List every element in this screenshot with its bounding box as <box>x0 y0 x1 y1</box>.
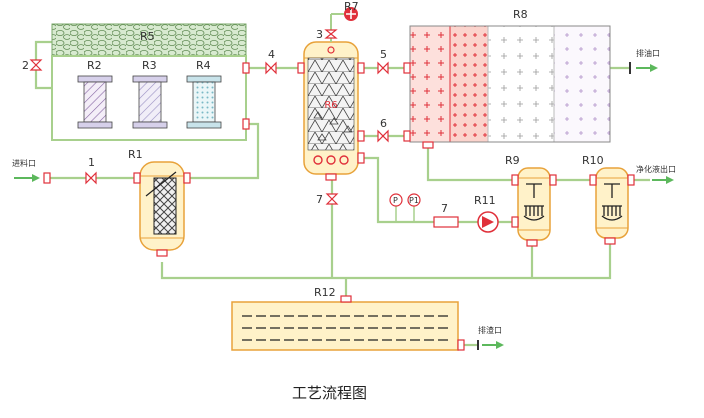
oil-outlet-arrow <box>636 64 658 72</box>
label-valve-4: 4 <box>268 48 275 61</box>
adsorption-column: R6 <box>297 13 365 181</box>
label-valve-5: 5 <box>380 48 387 61</box>
svg-text:R6: R6 <box>324 100 337 111</box>
drain-outlet-label: 排渣口 <box>478 325 502 335</box>
oil-outlet-label: 排油口 <box>636 48 660 58</box>
r12-drain-tank <box>231 295 465 351</box>
pipe-collection-header <box>160 238 612 280</box>
label-valve-6: 6 <box>380 117 387 130</box>
valve-4 <box>265 61 277 75</box>
r11-pump <box>477 211 499 233</box>
label-valve-7: 7 <box>316 193 323 206</box>
valve-7 <box>325 193 339 205</box>
r9-separator <box>511 167 557 247</box>
diagram-caption: 工艺流程图 <box>292 384 367 402</box>
filter-housing <box>51 23 250 141</box>
label-r2: R2 <box>87 59 102 72</box>
pipe-r8-r9 <box>426 148 516 182</box>
valve-5 <box>377 61 389 75</box>
r7-safety-valve <box>344 7 358 21</box>
r1-vessel <box>133 161 191 257</box>
r5-pebble-bed <box>51 23 247 57</box>
pressure-gauge-p1: P1 <box>407 193 421 207</box>
label-r10: R10 <box>582 154 604 167</box>
pipe-network <box>34 40 650 347</box>
r3-filter-cartridge <box>132 75 168 129</box>
gauge-p-label: P <box>393 196 398 205</box>
pressure-gauge-p: P <box>389 193 403 207</box>
gauge-p1-label: P1 <box>409 196 419 205</box>
gauge-taps <box>395 206 415 222</box>
label-r9: R9 <box>505 154 520 167</box>
clean-outlet-arrow <box>652 176 674 184</box>
pipe-r1-out <box>190 122 260 180</box>
label-r8: R8 <box>513 8 528 21</box>
label-r7: R7 <box>344 0 359 13</box>
label-valve-2: 2 <box>22 59 29 72</box>
label-r12: R12 <box>314 286 336 299</box>
label-filter-7: 7 <box>441 202 448 215</box>
label-valve-1: 1 <box>88 156 95 169</box>
r2-filter-cartridge <box>77 75 113 129</box>
clean-outlet-label: 净化液出口 <box>636 164 676 174</box>
label-r1: R1 <box>128 148 143 161</box>
valve-6 <box>377 129 389 143</box>
r10-separator <box>589 167 635 245</box>
label-r5: R5 <box>140 30 155 43</box>
inlet-arrow <box>14 172 51 184</box>
label-valve-3: 3 <box>316 28 323 41</box>
label-r4: R4 <box>196 59 211 72</box>
inline-filter-7 <box>433 216 459 228</box>
r4-filter-cartridge <box>186 75 222 129</box>
valve-3 <box>324 29 338 39</box>
r8-tank <box>403 25 631 149</box>
drain-outlet-arrow <box>477 340 504 350</box>
label-r3: R3 <box>142 59 157 72</box>
valve-2 <box>29 59 43 71</box>
label-r11: R11 <box>474 194 496 207</box>
valve-1 <box>85 171 97 185</box>
inlet-label: 进料口 <box>12 158 36 168</box>
pipe-r5-recycle <box>34 40 52 90</box>
pipe-column-pump <box>360 156 434 224</box>
